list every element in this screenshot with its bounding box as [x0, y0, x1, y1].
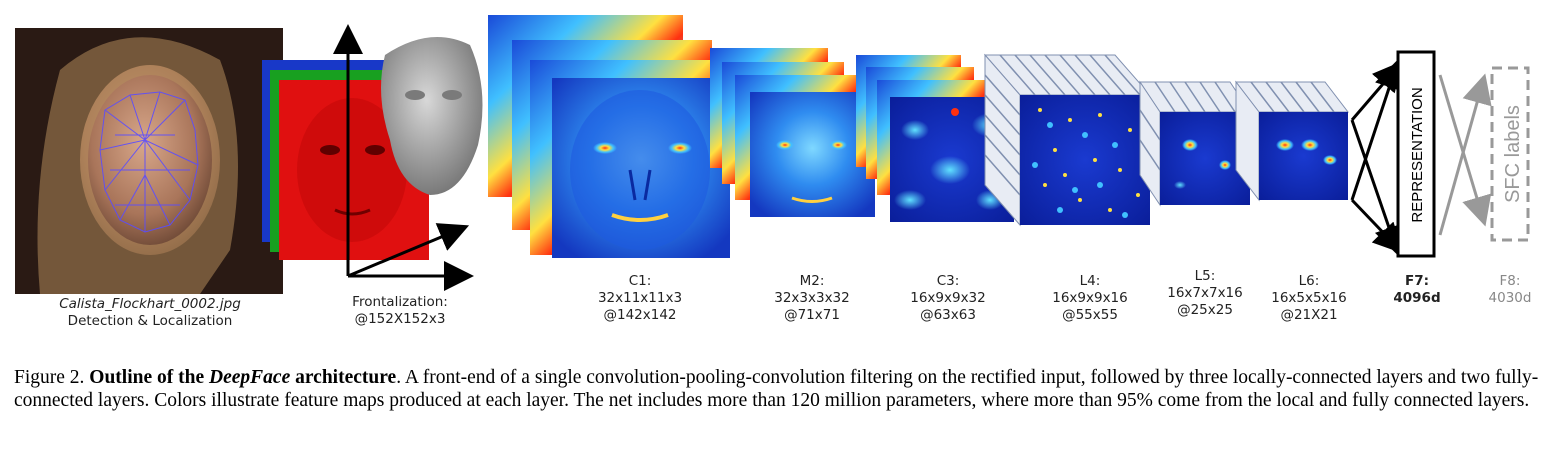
3d-face-model: [381, 37, 483, 195]
f8-title: F8:: [1499, 273, 1521, 289]
frontalization-axes: [333, 24, 474, 291]
c1-title: C1:: [628, 273, 652, 289]
l4-title: L4:: [1079, 273, 1101, 289]
f7-box-label: REPRESENTATION: [1409, 87, 1426, 222]
l6-title: L6:: [1298, 273, 1320, 289]
caption-body: . A front-end of a single convolution-po…: [14, 367, 1539, 411]
frontalization-rgb-stack: [262, 60, 429, 260]
l4-output: @55x55: [1062, 307, 1118, 323]
m2-label: M2: 32x3x3x32 @71x71: [762, 273, 862, 324]
l5-filters: 16x7x7x16: [1167, 285, 1243, 301]
l5-title: L5:: [1194, 268, 1216, 284]
f7-representation-box: REPRESENTATION: [1396, 50, 1436, 258]
frontalization-title: Frontalization:: [352, 294, 448, 310]
l5-output: @25x25: [1177, 302, 1233, 318]
l6-filters: 16x5x5x16: [1271, 290, 1347, 306]
m2-title: M2:: [799, 273, 825, 289]
f8-connections: [1438, 73, 1492, 236]
caption-title-model: DeepFace: [209, 367, 291, 388]
l5-label: L5: 16x7x7x16 @25x25: [1160, 268, 1250, 319]
l6-output: @21X21: [1280, 307, 1338, 323]
f7-dimension: 4096d: [1393, 290, 1441, 306]
l5-feature-maps: [1139, 80, 1251, 207]
input-photo: [15, 28, 283, 294]
caption-title: Outline of the DeepFace architecture: [89, 367, 396, 388]
architecture-figure: REPRESENTATION SFC labels Calista_Flockh…: [15, 15, 1545, 330]
c3-output: @63x63: [920, 307, 976, 323]
landmark-mesh: [99, 91, 199, 233]
l4-label: L4: 16x9x9x16 @55x55: [1040, 273, 1140, 324]
figure-caption: Figure 2. Outline of the DeepFace archit…: [14, 366, 1539, 412]
input-filename: Calista_Flockhart_0002.jpg: [59, 296, 241, 312]
f8-sfc-labels-box: SFC labels: [1490, 66, 1530, 242]
l6-label: L6: 16x5x5x16 @21X21: [1264, 273, 1354, 324]
f8-box-label: SFC labels: [1502, 105, 1524, 203]
c1-label: C1: 32x11x11x3 @142x142: [590, 273, 690, 324]
l4-feature-maps: [983, 53, 1152, 227]
f8-label: F8: 4030d: [1475, 273, 1545, 307]
c1-feature-maps: [488, 15, 730, 258]
c1-filters: 32x11x11x3: [597, 290, 683, 306]
m2-output: @71x71: [784, 307, 840, 323]
l4-filters: 16x9x9x16: [1052, 290, 1128, 306]
m2-filters: 32x3x3x32: [774, 290, 850, 306]
frontalization-label: Frontalization: @152X152x3: [340, 294, 460, 328]
l6-feature-maps: [1234, 80, 1350, 202]
c3-filters: 16x9x9x32: [910, 290, 986, 306]
f7-connections: [1350, 58, 1404, 257]
c1-output: @142x142: [603, 307, 677, 323]
c3-title: C3:: [936, 273, 960, 289]
f8-dimension: 4030d: [1488, 290, 1532, 306]
caption-prefix: Figure 2.: [14, 367, 90, 388]
input-label: Calista_Flockhart_0002.jpg Detection & L…: [40, 296, 260, 330]
caption-title-part1: Outline of the: [89, 367, 210, 388]
f7-label: F7: 4096d: [1382, 273, 1452, 307]
architecture-diagram: REPRESENTATION SFC labels: [15, 15, 1530, 294]
frontalization-size: @152X152x3: [354, 311, 446, 327]
m2-feature-maps: [710, 48, 875, 217]
caption-title-part2: architecture: [290, 367, 397, 388]
input-description: Detection & Localization: [67, 313, 233, 329]
f7-title: F7:: [1404, 273, 1429, 289]
c3-label: C3: 16x9x9x32 @63x63: [898, 273, 998, 324]
